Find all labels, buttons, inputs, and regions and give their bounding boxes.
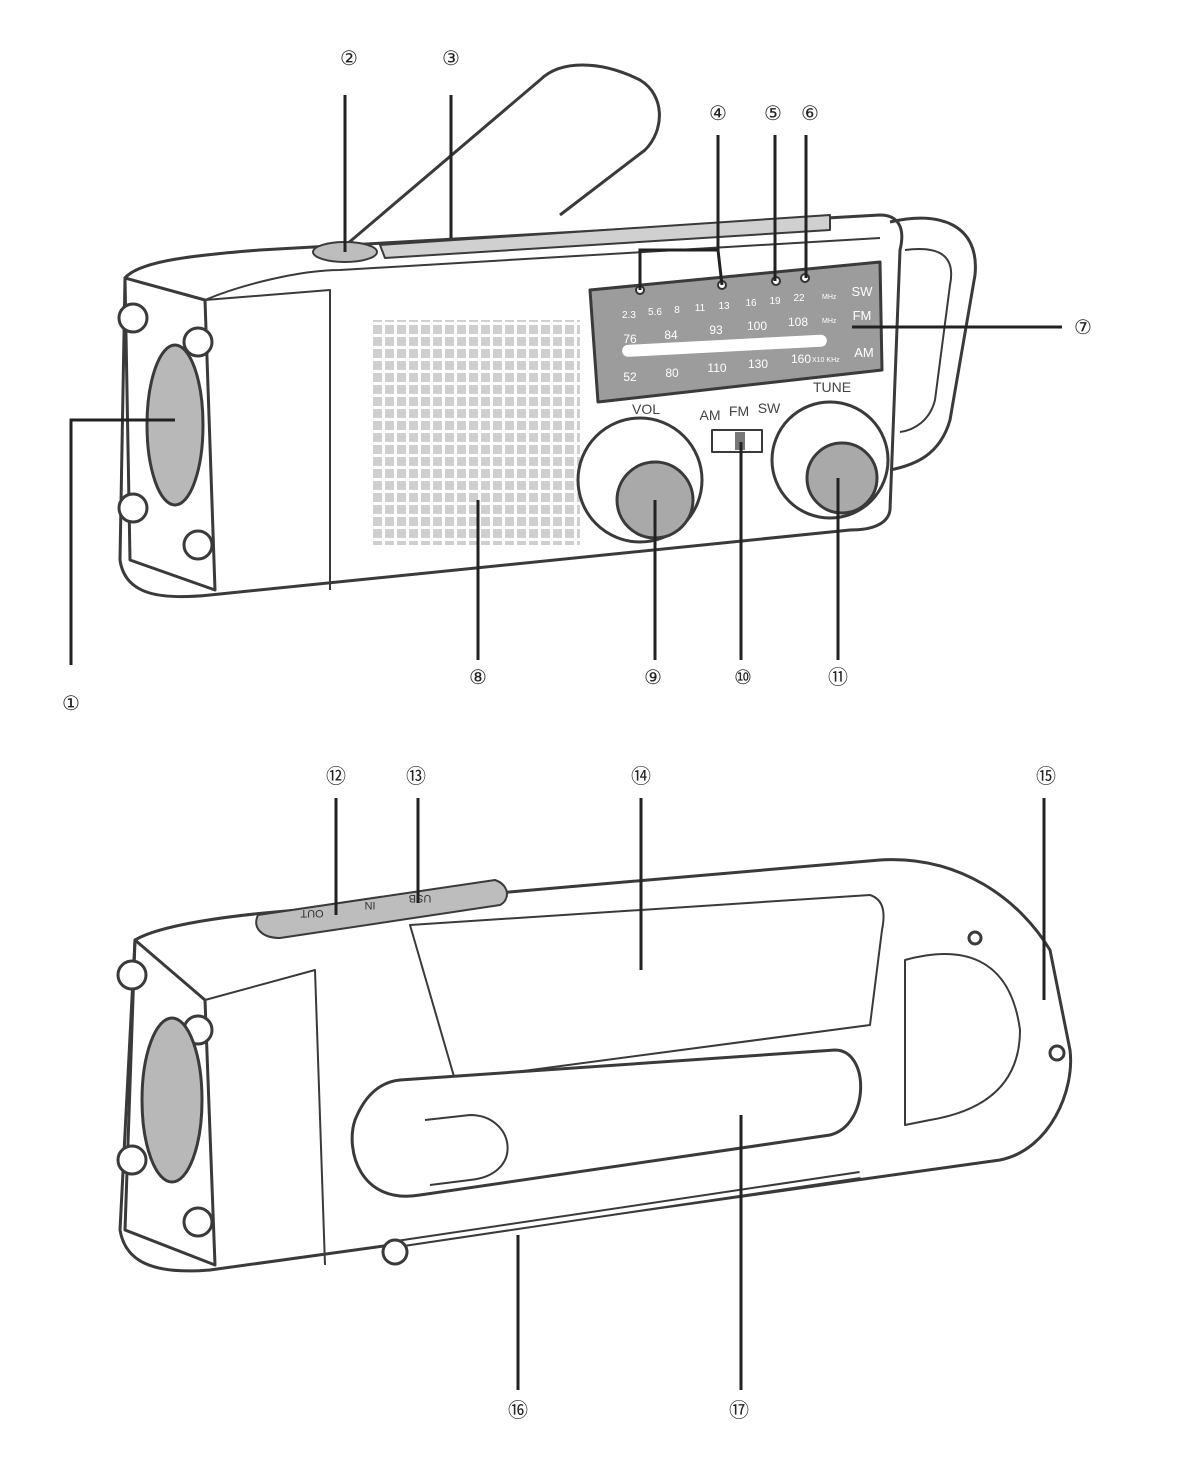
sw-tick: 5.6 bbox=[648, 307, 662, 318]
back-view bbox=[116, 858, 1073, 1273]
port-labels: OUT IN USB bbox=[300, 892, 431, 919]
tuning-dial-window bbox=[588, 260, 884, 404]
sw-tick: 19 bbox=[769, 296, 781, 307]
callout-2: ② bbox=[340, 46, 358, 70]
port-out-label: OUT bbox=[300, 907, 324, 919]
am-unit: X10 KHz bbox=[812, 357, 840, 364]
front-view bbox=[117, 63, 977, 599]
callout-1: ① bbox=[62, 691, 80, 715]
sw-tick: 22 bbox=[793, 293, 805, 304]
solar-panel bbox=[379, 214, 831, 259]
callout-13: ⑬ bbox=[406, 764, 426, 788]
sw-tick: 13 bbox=[718, 301, 730, 312]
port-in-label: IN bbox=[364, 899, 375, 911]
band-fm: FM bbox=[853, 308, 872, 323]
band-sw: SW bbox=[852, 284, 874, 299]
tune-knob bbox=[805, 441, 879, 515]
callout-4: ④ bbox=[709, 101, 727, 125]
fm-tick: 76 bbox=[623, 332, 637, 346]
callout-3: ③ bbox=[442, 46, 460, 70]
speaker-grill bbox=[370, 320, 580, 545]
radio-body-back bbox=[118, 858, 1073, 1273]
am-tick: 110 bbox=[707, 361, 726, 375]
side-handle-loop bbox=[904, 953, 1021, 1126]
fm-tick: 100 bbox=[747, 319, 767, 333]
am-tick: 52 bbox=[623, 370, 637, 384]
callout-12: ⑫ bbox=[326, 764, 346, 788]
control-labels: VOL TUNE AM FM SW bbox=[632, 379, 851, 423]
fm-unit: MHz bbox=[822, 318, 837, 325]
sw-tick: 2.3 bbox=[622, 310, 636, 321]
am-tick: 130 bbox=[748, 357, 768, 371]
switch-sw-label: SW bbox=[758, 400, 781, 416]
crank-handle-folded bbox=[350, 1048, 863, 1198]
port-panel bbox=[255, 879, 508, 939]
callout-10: ⑩ bbox=[734, 665, 752, 689]
callout-17: ⑰ bbox=[729, 1398, 749, 1422]
fm-tick: 108 bbox=[788, 315, 808, 329]
am-tick: 80 bbox=[665, 366, 679, 380]
band-am: AM bbox=[854, 345, 874, 360]
sw-unit: MHz bbox=[822, 294, 837, 301]
callout-16: ⑯ bbox=[508, 1398, 528, 1422]
switch-am-label: AM bbox=[700, 407, 721, 423]
callout-8: ⑧ bbox=[469, 665, 487, 689]
radio-body-front bbox=[118, 213, 904, 599]
battery-cover bbox=[409, 894, 885, 1081]
callout-6: ⑥ bbox=[801, 101, 819, 125]
callout-15: ⑮ bbox=[1036, 764, 1056, 788]
tuning-pointer-track bbox=[622, 334, 827, 357]
sw-tick: 11 bbox=[695, 303, 706, 314]
switch-fm-label: FM bbox=[729, 403, 749, 419]
flashlight-lens bbox=[145, 343, 205, 507]
leader-lines bbox=[69, 95, 1062, 1390]
callout-numbers: ① ② ③ ④ ⑤ ⑥ ⑦ ⑧ ⑨ ⑩ ⑪ ⑫ ⑬ ⑭ ⑮ ⑯ ⑰ bbox=[62, 46, 1092, 1422]
sw-tick: 8 bbox=[674, 305, 680, 316]
carry-loop bbox=[889, 216, 977, 472]
callout-7: ⑦ bbox=[1074, 315, 1092, 339]
sw-tick: 16 bbox=[745, 298, 757, 309]
fm-tick: 84 bbox=[664, 328, 678, 342]
callout-5: ⑤ bbox=[764, 101, 782, 125]
port-usb-label: USB bbox=[409, 892, 432, 904]
callout-14: ⑭ bbox=[631, 764, 651, 788]
am-tick: 160 bbox=[791, 352, 811, 366]
dial-scale: 2.3 5.6 8 11 13 16 19 22 MHz 76 84 93 10… bbox=[622, 284, 874, 384]
vol-label: VOL bbox=[632, 401, 660, 417]
callout-9: ⑨ bbox=[644, 665, 662, 689]
fm-tick: 93 bbox=[709, 323, 723, 337]
tune-label: TUNE bbox=[813, 379, 851, 395]
callout-11: ⑪ bbox=[828, 665, 848, 689]
crank-handle bbox=[339, 63, 661, 252]
